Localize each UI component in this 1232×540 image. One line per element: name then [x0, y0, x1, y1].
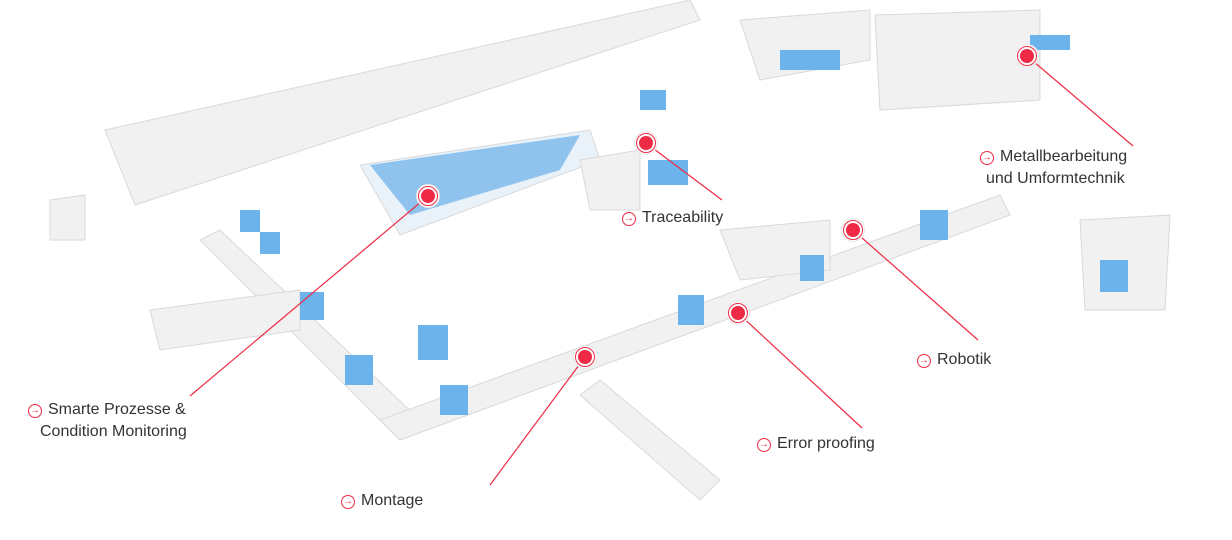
pallet-stack — [49, 194, 86, 241]
label-montage[interactable]: →Montage — [341, 492, 424, 509]
arrow-right-circle-icon: → — [980, 151, 994, 165]
forklift — [579, 149, 641, 211]
label-error-proofing[interactable]: →Error proofing — [757, 435, 875, 452]
hotspot-smarte-prozesse[interactable] — [417, 185, 439, 207]
arrow-right-circle-icon: → — [622, 212, 636, 226]
table-left — [149, 289, 301, 351]
arrow-right-circle-icon: → — [757, 438, 771, 452]
arrow-right-circle-icon: → — [341, 495, 355, 509]
hotspot-metallbearbeitung[interactable] — [1016, 45, 1038, 67]
hotspot-traceability[interactable] — [635, 132, 657, 154]
label-robotik[interactable]: →Robotik — [917, 351, 992, 368]
label-metallbearbeitung[interactable]: →Metallbearbeitung und Umformtechnik — [980, 148, 1128, 187]
table-bottom — [579, 379, 721, 501]
arrow-right-circle-icon: → — [917, 354, 931, 368]
hotspot-montage[interactable] — [574, 346, 596, 368]
connector-lines — [189, 55, 1134, 486]
warehouse-wall — [104, 0, 701, 206]
press-machine — [874, 9, 1041, 111]
hotspot-robotik[interactable] — [842, 219, 864, 241]
hotspot-error-proofing[interactable] — [727, 302, 749, 324]
arrow-right-circle-icon: → — [28, 404, 42, 418]
label-smarte-prozesse[interactable]: →Smarte Prozesse & Condition Monitoring — [28, 401, 187, 440]
label-traceability[interactable]: →Traceability — [622, 209, 724, 226]
